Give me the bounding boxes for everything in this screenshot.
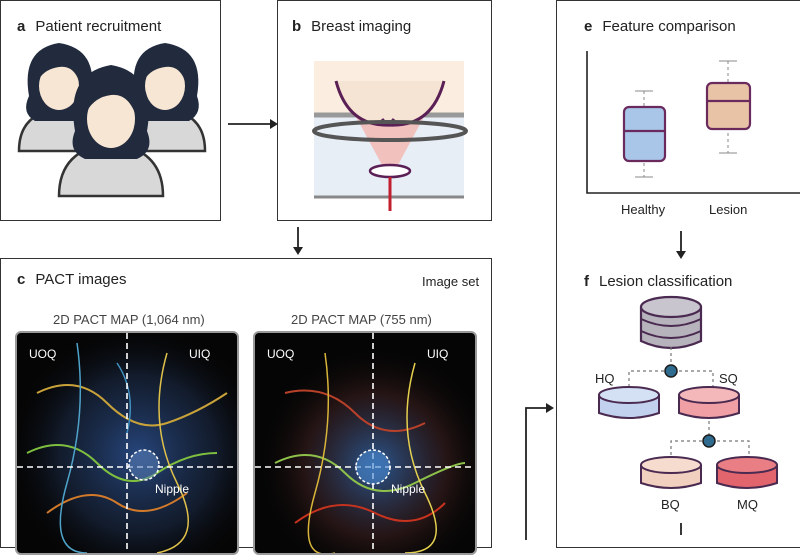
- patient-center-icon: [57, 65, 165, 198]
- panel-e-heading: e Feature comparison: [584, 18, 736, 35]
- panel-c: c PACT images Image set 2D PACT MAP (1,06…: [0, 258, 492, 555]
- arrow-f-bottom: [680, 523, 682, 535]
- panel-a-letter: a: [17, 18, 26, 35]
- panel-f-letter: f: [584, 273, 589, 290]
- image-set-label: Image set: [422, 274, 480, 289]
- pact-map-1064: UOQ UIQ Nipple: [15, 331, 239, 555]
- arrow-to-panel-f: [525, 403, 554, 540]
- panel-b: b Breast imaging: [277, 0, 492, 221]
- patients-illustration: [17, 43, 207, 198]
- category-healthy: Healthy: [621, 202, 666, 217]
- arrow-e-to-f: [676, 231, 686, 259]
- sq-node-icon: [678, 386, 740, 419]
- panel-c-heading: c PACT images: [17, 271, 127, 288]
- arrow-b-to-c: [293, 227, 303, 255]
- map1-nipple-label: Nipple: [155, 482, 190, 496]
- arrow-a-to-b: [228, 119, 278, 129]
- map1-title: 2D PACT MAP (1,064 nm): [53, 312, 205, 327]
- map1-quadrant-left: UOQ: [29, 347, 57, 361]
- node-label-bq: BQ: [661, 497, 680, 512]
- node-label-mq: MQ: [737, 497, 758, 512]
- vessel-pattern-755: [255, 333, 475, 553]
- panel-c-letter: c: [17, 271, 26, 288]
- boxplot-axes: [586, 51, 800, 194]
- panel-a: a Patient recruitment: [0, 0, 221, 221]
- healthy-box: [622, 90, 667, 178]
- panel-a-title: Patient recruitment: [35, 18, 162, 35]
- breast-imaging-illustration: [312, 61, 468, 211]
- category-lesion: Lesion: [709, 202, 748, 217]
- panel-b-heading: b Breast imaging: [292, 18, 411, 35]
- junction-2: [702, 434, 716, 448]
- panel-e-letter: e: [584, 18, 593, 35]
- panel-a-heading: a Patient recruitment: [17, 18, 161, 35]
- pact-map-755: UOQ UIQ Nipple: [253, 331, 477, 555]
- classification-tree: [598, 295, 778, 489]
- map2-quadrant-right: UIQ: [427, 347, 449, 361]
- map2-nipple-label: Nipple: [391, 482, 426, 496]
- hq-node-icon: [598, 386, 660, 419]
- bq-node-icon: [640, 456, 702, 489]
- map2-quadrant-left: UOQ: [267, 347, 295, 361]
- database-icon: [639, 295, 703, 350]
- node-label-sq: SQ: [719, 371, 738, 386]
- feature-boxplot: [586, 51, 800, 194]
- lesion-box: [705, 60, 752, 154]
- vessel-pattern-1064: [17, 333, 237, 553]
- panel-e-title: Feature comparison: [602, 18, 736, 35]
- node-label-hq: HQ: [595, 371, 615, 386]
- panel-f-title: Lesion classification: [599, 273, 733, 290]
- junction-1: [664, 364, 678, 378]
- map1-quadrant-right: UIQ: [189, 347, 211, 361]
- panel-b-title: Breast imaging: [311, 18, 412, 35]
- mq-node-icon: [716, 456, 778, 489]
- panel-c-title: PACT images: [35, 271, 127, 288]
- map2-title: 2D PACT MAP (755 nm): [291, 312, 432, 327]
- panel-b-letter: b: [292, 18, 302, 35]
- panel-f-heading: f Lesion classification: [584, 273, 732, 290]
- panel-ef: e Feature comparison Healthy Lesion f Lesi…: [556, 0, 800, 548]
